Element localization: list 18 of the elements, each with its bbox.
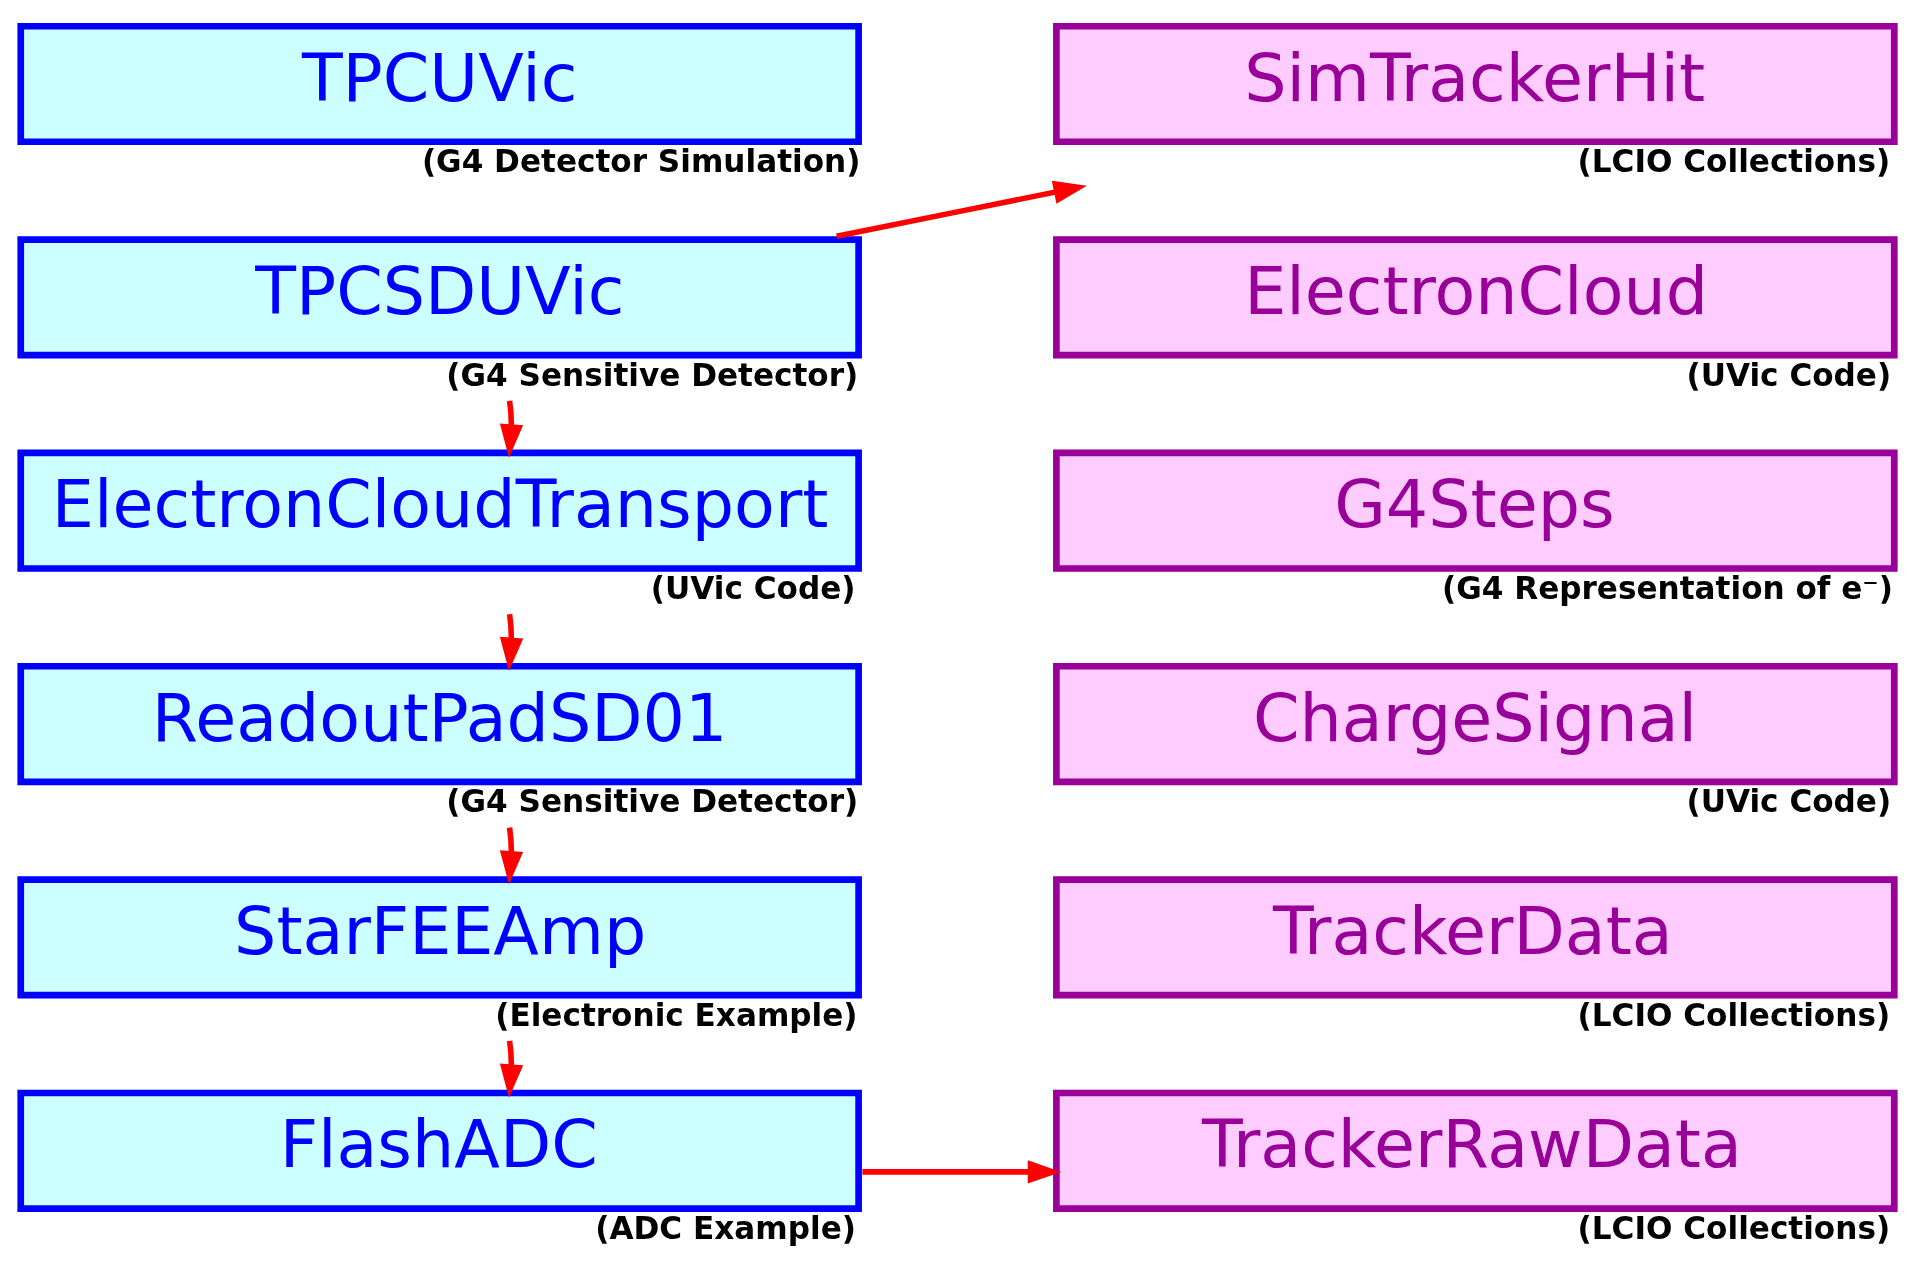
node-label: (UVic Code) <box>650 569 856 606</box>
node-label: (Electronic Example) <box>495 996 858 1033</box>
node-label: (UVic Code) <box>1686 783 1892 820</box>
arrow <box>836 180 1087 239</box>
node-label: (LCIO Collections) <box>1577 996 1891 1033</box>
arrow <box>499 400 524 458</box>
node-label: (LCIO Collections) <box>1577 1210 1891 1246</box>
arrow <box>499 1040 524 1098</box>
node-label: (G4 Sensitive Detector) <box>446 783 859 820</box>
node-label: (ADC Example) <box>595 1210 857 1246</box>
arrow <box>499 827 524 885</box>
node-label: (G4 Detector Simulation) <box>421 143 861 180</box>
arrow <box>499 613 524 672</box>
node-label: (G4 Sensitive Detector) <box>446 356 859 393</box>
arrow <box>862 1160 1062 1184</box>
node-label: (LCIO Collections) <box>1577 143 1891 180</box>
node-label: (G4 Representation of e⁻) <box>1441 569 1893 606</box>
node-label: (UVic Code) <box>1686 356 1892 393</box>
